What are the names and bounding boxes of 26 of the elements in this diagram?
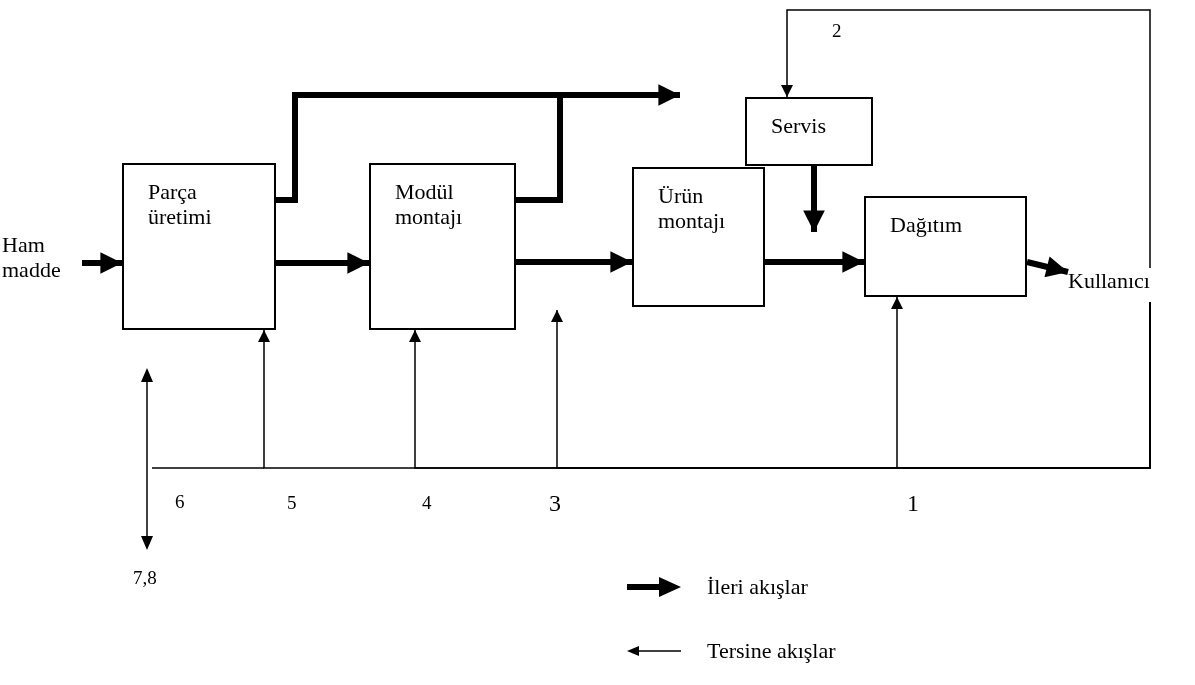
legend-label: İleri akışlar	[707, 574, 808, 600]
process-box	[632, 167, 765, 307]
arrow	[276, 252, 369, 274]
arrow	[516, 251, 632, 273]
process-box	[122, 163, 276, 330]
connector-line	[516, 95, 563, 203]
callout-number: 6	[175, 492, 185, 511]
node-label: Ürün montajı	[658, 183, 727, 234]
arrow	[781, 9, 1151, 269]
arrow	[765, 251, 864, 273]
arrow	[803, 166, 825, 232]
legend-label: Tersine akışlar	[707, 638, 836, 664]
node-label: Servis	[771, 113, 826, 139]
arrow	[891, 296, 1151, 469]
node-label: Modül montajı	[395, 179, 464, 230]
node-label: Parça üretimi	[148, 179, 213, 230]
flow-label: Kullanıcı	[1068, 268, 1160, 302]
process-box	[864, 196, 1027, 297]
callout-number: 7,8	[133, 568, 157, 587]
process-box	[745, 97, 873, 166]
arrow	[82, 252, 122, 274]
process-box	[369, 163, 516, 330]
node-label: Dağıtım	[890, 212, 963, 238]
arrow	[1026, 256, 1069, 278]
arrow	[276, 84, 680, 203]
flow-label: Ham madde	[2, 232, 82, 302]
